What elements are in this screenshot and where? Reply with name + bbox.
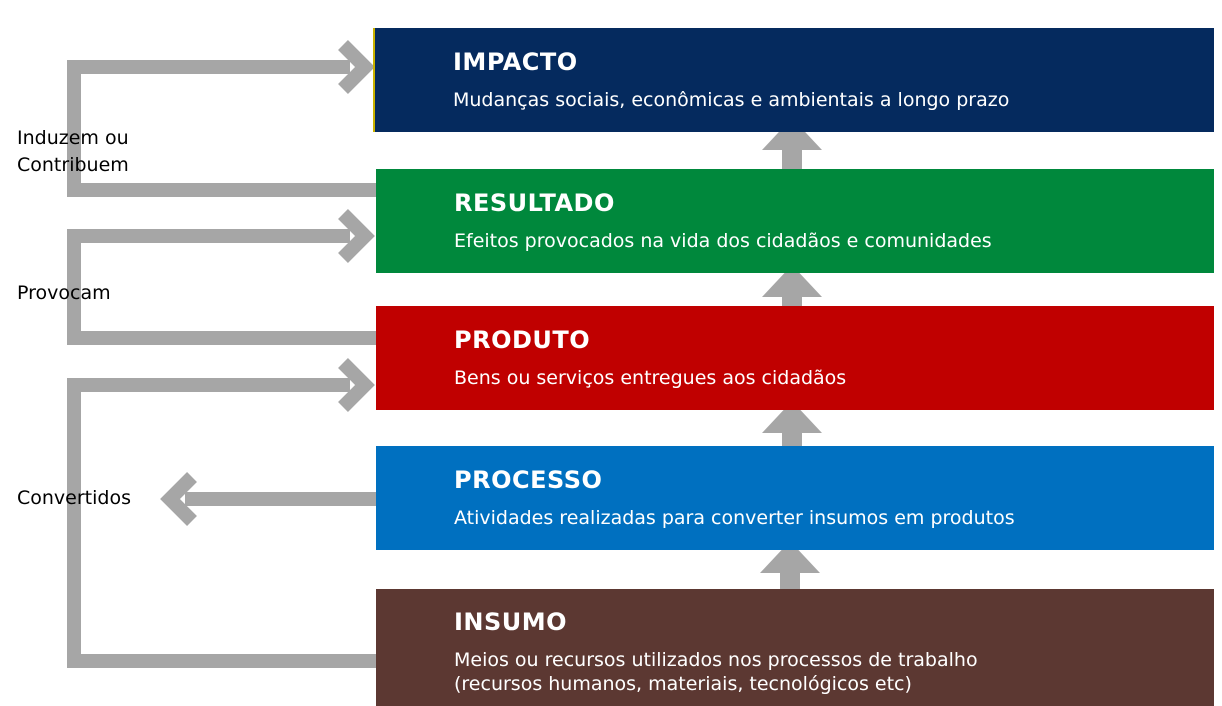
- insumo-box: INSUMO Meios ou recursos utilizados nos …: [376, 589, 1214, 706]
- convertidos-arrowhead: [338, 358, 375, 412]
- impacto-description: Mudanças sociais, econômicas e ambientai…: [453, 88, 1009, 112]
- provocam-label-line: Provocam: [17, 282, 111, 304]
- up-arrow-produto-resultado: [762, 265, 822, 321]
- induzem-label: Induzem ou Contribuem: [17, 125, 129, 179]
- convertidos-label-line: Convertidos: [17, 487, 131, 509]
- up-arrow-insumo-processo: [760, 541, 820, 597]
- produto-description-line: Bens ou serviços entregues aos cidadãos: [454, 367, 847, 389]
- convertidos-label: Convertidos: [17, 485, 131, 512]
- provocam-label: Provocam: [17, 280, 111, 307]
- insumo-description-line-2: (recursos humanos, materiais, tecnológic…: [454, 673, 912, 695]
- insumo-title: INSUMO: [454, 608, 568, 636]
- convertidos-connector: [67, 378, 376, 668]
- produto-description: Bens ou serviços entregues aos cidadãos: [454, 366, 846, 390]
- insumo-description: Meios ou recursos utilizados nos process…: [454, 648, 978, 696]
- produto-title: PRODUTO: [454, 326, 591, 354]
- induzem-label-line-2: Contribuem: [17, 154, 129, 176]
- induzem-label-line-1: Induzem ou: [17, 127, 129, 149]
- up-arrow-processo-produto: [762, 401, 822, 454]
- produto-box: PRODUTO Bens ou serviços entregues aos c…: [376, 306, 1214, 410]
- processo-box: PROCESSO Atividades realizadas para conv…: [376, 446, 1214, 550]
- up-arrow-resultado-impacto: [762, 118, 822, 175]
- impacto-title: IMPACTO: [453, 48, 578, 76]
- processo-left-arrowhead: [160, 472, 197, 526]
- induzem-arrowhead: [338, 40, 375, 94]
- provocam-arrowhead: [338, 209, 375, 263]
- insumo-description-line-1: Meios ou recursos utilizados nos process…: [454, 649, 978, 671]
- impacto-box: IMPACTO Mudanças sociais, econômicas e a…: [373, 28, 1214, 132]
- processo-description: Atividades realizadas para converter ins…: [454, 506, 1015, 530]
- impacto-description-line: Mudanças sociais, econômicas e ambientai…: [453, 89, 1010, 111]
- processo-title: PROCESSO: [454, 466, 603, 494]
- processo-description-line: Atividades realizadas para converter ins…: [454, 507, 1015, 529]
- induzem-connector: [67, 60, 376, 197]
- resultado-box: RESULTADO Efeitos provocados na vida dos…: [376, 169, 1214, 273]
- provocam-connector: [67, 229, 376, 345]
- resultado-title: RESULTADO: [454, 189, 615, 217]
- resultado-description: Efeitos provocados na vida dos cidadãos …: [454, 229, 992, 253]
- resultado-description-line: Efeitos provocados na vida dos cidadãos …: [454, 230, 992, 252]
